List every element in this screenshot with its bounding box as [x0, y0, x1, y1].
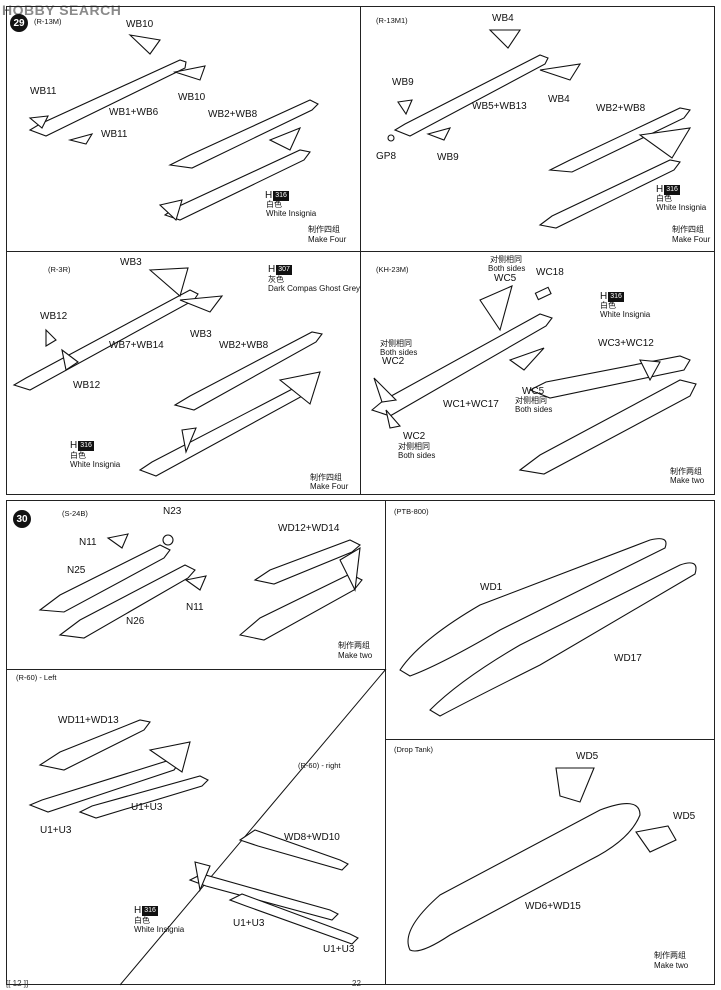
make-cn: 制作四组 — [308, 225, 340, 234]
color-cn: 白色 — [600, 301, 616, 310]
part-label: WC1+WC17 — [443, 399, 499, 410]
panel-kh23m — [360, 251, 715, 495]
color-cn: 灰色 — [268, 275, 284, 284]
part-label: WD5 — [673, 811, 696, 822]
part-label: WD12+WD14 — [278, 523, 340, 534]
note-cn: 对侧相同 — [398, 442, 430, 451]
part-label: WD1 — [480, 582, 503, 593]
panel-title: (PTB-800) — [394, 507, 429, 516]
panel-title: (R-3R) — [48, 265, 71, 274]
part-label: WC5 — [494, 273, 517, 284]
part-label: WB12 — [73, 380, 101, 391]
part-label: WB1+WB6 — [109, 107, 159, 118]
part-label: WB11 — [30, 86, 57, 97]
make-en: Make Four — [308, 235, 347, 244]
color-cn: 白色 — [656, 194, 672, 203]
make-cn: 制作四组 — [672, 225, 704, 234]
note-en: Both sides — [380, 348, 418, 357]
part-label: WB4 — [548, 94, 570, 105]
make-en: Make two — [670, 476, 705, 485]
part-label: U1+U3 — [40, 825, 72, 836]
panel-title: (R-60) - Left — [16, 673, 57, 682]
color-cn: 白色 — [134, 916, 150, 925]
panel-title: (S-24B) — [62, 509, 88, 518]
panel-title: (R-13M) — [34, 17, 62, 26]
part-label: WD5 — [576, 751, 599, 762]
color-en: Dark Compas Ghost Grey — [268, 284, 361, 293]
color-en: White Insignia — [134, 925, 185, 934]
panel-title: (Drop Tank) — [394, 745, 434, 754]
part-label: N11 — [79, 537, 97, 548]
note-en: Both sides — [488, 264, 526, 273]
part-label: U1+U3 — [131, 802, 163, 813]
panel-title: (R-13M1) — [376, 16, 408, 25]
part-label: WB4 — [492, 13, 514, 24]
make-en: Make Four — [310, 482, 349, 491]
part-label: U1+U3 — [323, 944, 355, 955]
page-code: [[ 12 ]] — [6, 979, 29, 988]
part-label: WB12 — [40, 311, 68, 322]
make-cn: 制作四组 — [310, 473, 342, 482]
part-label: N11 — [186, 602, 204, 613]
note-en: Both sides — [515, 405, 553, 414]
part-label: GP8 — [376, 151, 397, 162]
part-label: WB3 — [190, 329, 212, 340]
part-label: WB10 — [126, 19, 154, 30]
part-label: WB11 — [101, 129, 128, 140]
color-cn: 白色 — [70, 451, 86, 460]
make-en: Make Four — [672, 235, 711, 244]
color-en: White Insignia — [600, 310, 651, 319]
panel-title: (R-60) - right — [298, 761, 341, 770]
part-label: WD17 — [614, 653, 642, 664]
color-cn: 白色 — [266, 200, 282, 209]
color-en: White Insignia — [656, 203, 707, 212]
part-label: WC5 — [522, 386, 545, 397]
step-badge-30: 30 — [13, 510, 31, 528]
part-label: WB2+WB8 — [208, 109, 258, 120]
step-badge-29: 29 — [10, 14, 28, 32]
part-label: N26 — [126, 616, 145, 627]
panel-drop-tank — [385, 739, 715, 985]
make-cn: 制作两组 — [654, 951, 686, 960]
part-label: WB2+WB8 — [596, 103, 646, 114]
make-cn: 制作两组 — [338, 641, 370, 650]
part-label: WC2 — [403, 431, 426, 442]
part-label: WC3+WC12 — [598, 338, 654, 349]
make-en: Make two — [654, 961, 689, 970]
part-label: WD6+WD15 — [525, 901, 581, 912]
part-label: N23 — [163, 506, 182, 517]
make-cn: 制作两组 — [670, 467, 702, 476]
part-label: WB5+WB13 — [472, 101, 527, 112]
part-label: WD11+WD13 — [58, 715, 119, 726]
note-cn: 对侧相同 — [515, 396, 547, 405]
part-label: WB3 — [120, 257, 142, 268]
note-en: Both sides — [398, 451, 436, 460]
part-label: WB9 — [437, 152, 459, 163]
part-label: N25 — [67, 565, 86, 576]
color-en: White Insignia — [266, 209, 317, 218]
part-label: WB9 — [392, 77, 414, 88]
part-label: U1+U3 — [233, 918, 265, 929]
part-label: WB2+WB8 — [219, 340, 269, 351]
make-en: Make two — [338, 651, 373, 660]
page-number: 22 — [352, 979, 361, 988]
part-label: WB10 — [178, 92, 206, 103]
panel-title: (KH-23M) — [376, 265, 409, 274]
note-cn: 对侧相同 — [380, 339, 412, 348]
note-cn: 对侧相同 — [490, 255, 522, 264]
part-label: WC18 — [536, 267, 564, 278]
part-label: WB7+WB14 — [109, 340, 164, 351]
color-en: White Insignia — [70, 460, 121, 469]
part-label: WC2 — [382, 356, 405, 367]
part-label: WD8+WD10 — [284, 832, 340, 843]
